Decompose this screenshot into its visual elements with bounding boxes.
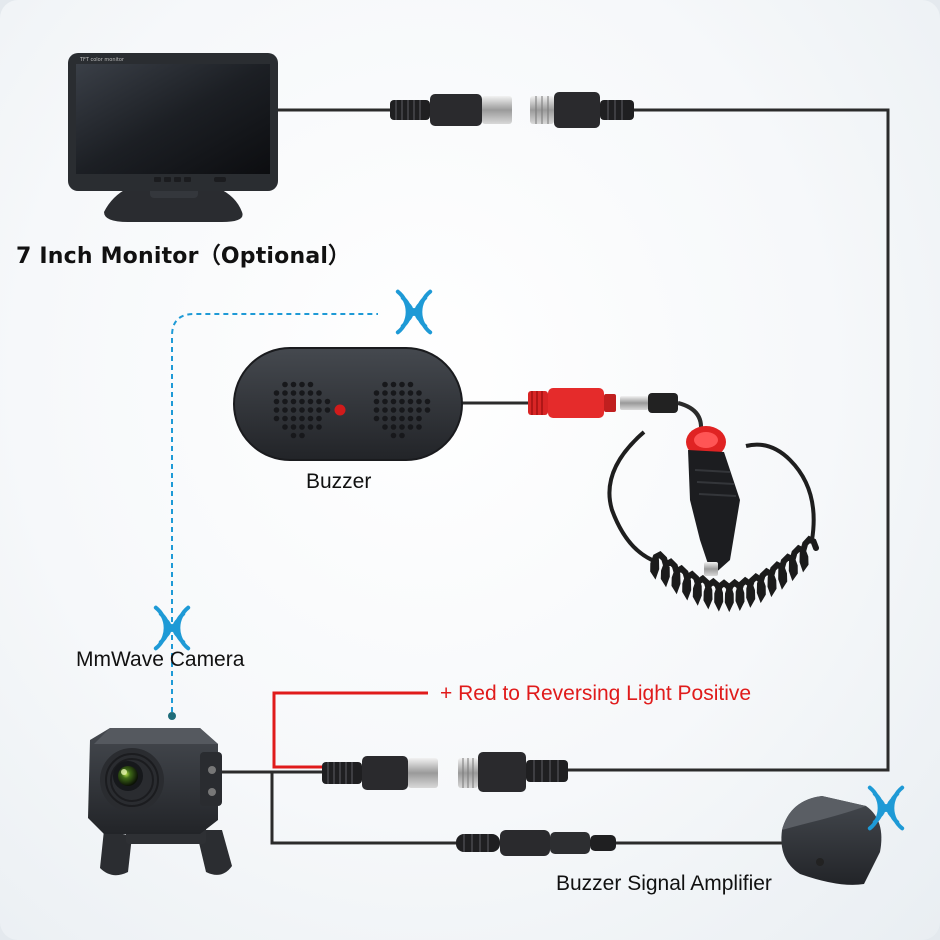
buzzer-led — [334, 404, 346, 416]
wireless-link-end — [168, 712, 176, 720]
buzzer-label: Buzzer — [306, 470, 372, 493]
red-wire — [272, 691, 428, 769]
buzzer — [233, 347, 463, 461]
camera — [88, 728, 232, 876]
camera-label: MmWave Camera — [76, 648, 245, 671]
coiled-cable — [607, 430, 819, 613]
signal-icon-buzzer — [395, 289, 433, 335]
amplifier-label: Buzzer Signal Amplifier — [556, 872, 772, 895]
monitor-connector — [390, 92, 634, 128]
amplifier — [781, 796, 882, 885]
monitor-label: 7 Inch Monitor（Optional） — [16, 244, 351, 269]
power-plug — [528, 388, 703, 437]
signal-icon-amplifier — [867, 785, 905, 831]
red-wire-label: + Red to Reversing Light Positive — [440, 682, 752, 705]
amplifier-inline-connector — [456, 830, 616, 856]
main-wire — [215, 108, 890, 845]
cigarette-lighter-plug — [686, 426, 740, 576]
monitor: TFT color monitor — [68, 53, 278, 222]
signal-icon-camera — [153, 605, 191, 651]
monitor-screen-caption: TFT color monitor — [79, 57, 125, 63]
camera-connector — [322, 752, 568, 792]
